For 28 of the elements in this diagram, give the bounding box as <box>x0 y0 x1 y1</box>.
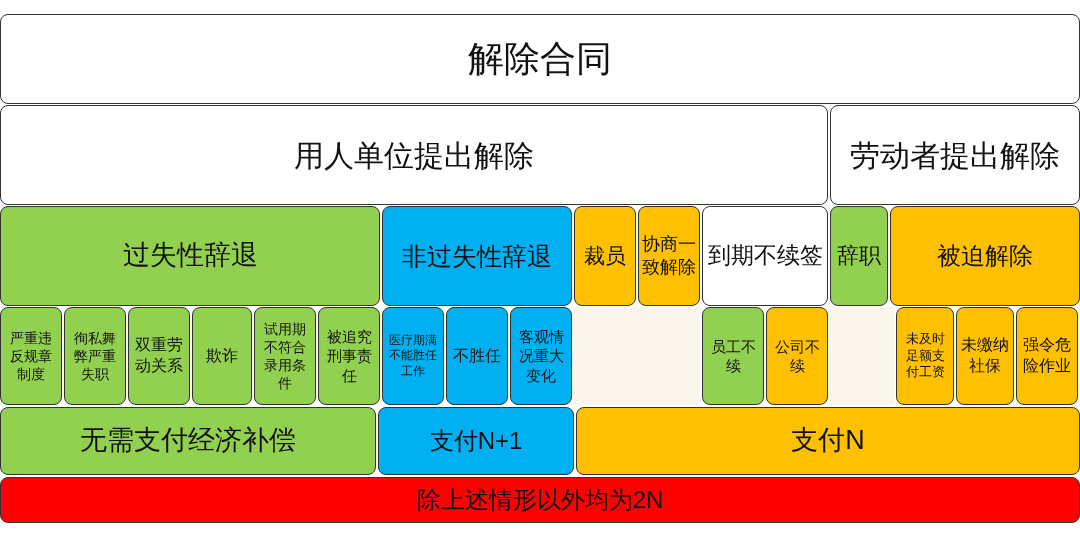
compensation-box: 支付N <box>576 407 1080 475</box>
reason-box: 医疗期满不能胜任工作 <box>382 307 444 405</box>
reason-box: 试用期不符合录用条件 <box>254 307 316 405</box>
reason-box: 未及时足额支付工资 <box>896 307 954 405</box>
reason-box: 客观情况重大变化 <box>510 307 572 405</box>
compensation-box: 除上述情形以外均为2N <box>0 477 1080 523</box>
compensation-box: 支付N+1 <box>378 407 574 475</box>
reason-box: 严重违反规章制度 <box>0 307 62 405</box>
reason-box: 员工不续 <box>702 307 764 405</box>
reason-box: 徇私舞弊严重失职 <box>64 307 126 405</box>
title-box: 解除合同 <box>0 14 1080 104</box>
compensation-box: 无需支付经济补偿 <box>0 407 376 475</box>
category-box: 用人单位提出解除 <box>0 105 828 205</box>
reason-box: 公司不续 <box>766 307 828 405</box>
reason-box: 不胜任 <box>446 307 508 405</box>
reason-box: 双重劳动关系 <box>128 307 190 405</box>
reason-box: 欺诈 <box>192 307 252 405</box>
type-box: 辞职 <box>830 206 888 306</box>
reason-box: 强令危险作业 <box>1016 307 1078 405</box>
type-box: 过失性辞退 <box>0 206 380 306</box>
type-box: 裁员 <box>574 206 636 306</box>
reason-box: 被追究刑事责任 <box>318 307 380 405</box>
type-box: 到期不续签 <box>702 206 828 306</box>
type-box: 非过失性辞退 <box>382 206 572 306</box>
type-box: 被迫解除 <box>890 206 1080 306</box>
reason-box: 未缴纳社保 <box>956 307 1014 405</box>
category-box: 劳动者提出解除 <box>830 105 1080 205</box>
type-box: 协商一致解除 <box>638 206 700 306</box>
